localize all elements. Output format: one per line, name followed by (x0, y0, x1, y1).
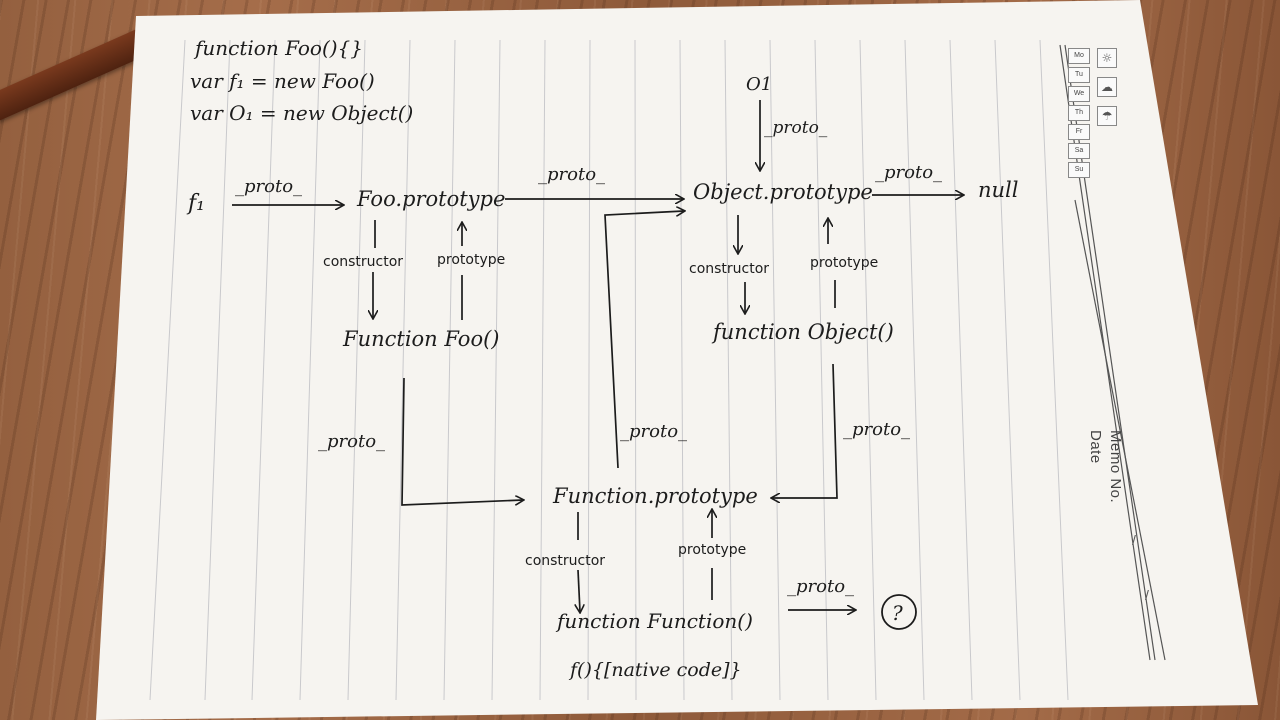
ruled-lines (149, 39, 1069, 701)
label-constructor-object: constructor (689, 261, 769, 277)
cloud-icon: ☁ (1097, 77, 1117, 97)
code-line-1: function Foo(){} (193, 36, 363, 60)
edges (232, 100, 963, 612)
edge-function-constructor-lower (578, 569, 580, 612)
weekday-tu: Tu (1068, 67, 1090, 83)
node-object-prototype: Object.prototype (693, 180, 873, 204)
memo-slash-2: / (1145, 587, 1149, 603)
label-constructor-function: constructor (525, 553, 605, 569)
node-function-prototype: Function.prototype (552, 484, 758, 508)
code-line-3: var O₁ = new Object() (190, 101, 413, 125)
node-o1: O1 (746, 74, 772, 95)
weekday-boxes: Mo Tu We Th Fr Sa Su (1068, 48, 1090, 181)
edge-function-prototype-object-prototype (604, 211, 684, 469)
node-function-foo: Function Foo() (342, 327, 499, 351)
unknown-circle (881, 594, 917, 630)
label-proto-f1: _proto_ (235, 176, 302, 197)
label-proto-function-prototype: _proto_ (620, 421, 687, 442)
label-proto-function-function: _proto_ (787, 576, 854, 597)
edge-function-foo-function-prototype (401, 377, 523, 506)
rain-icon: ☂ (1097, 106, 1117, 126)
weather-boxes: ☼ ☁ ☂ (1097, 48, 1121, 135)
sun-icon: ☼ (1097, 48, 1117, 68)
label-proto-function-object: _proto_ (843, 419, 910, 440)
node-f1: f₁ (186, 191, 205, 216)
weekday-we: We (1068, 86, 1090, 102)
label-constructor-foo: constructor (323, 254, 403, 270)
edge-function-object-function-prototype (772, 363, 838, 498)
weekday-mo: Mo (1068, 48, 1090, 64)
memo-no-label: Memo No. (1107, 430, 1124, 504)
memo-slash-1: / (1132, 532, 1136, 548)
memo-header: Memo No. Date (1085, 430, 1125, 503)
label-proto-o1: _proto_ (764, 118, 828, 138)
node-native-code: f(){[native code]} (568, 659, 742, 681)
label-prototype-object: prototype (810, 255, 878, 271)
node-unknown: ? (892, 601, 903, 625)
label-prototype-function: prototype (678, 542, 746, 558)
code-line-2: var f₁ = new Foo() (190, 69, 375, 93)
weekday-su: Su (1068, 162, 1090, 178)
node-function-function: function Function() (555, 609, 753, 633)
label-proto-foo-object: _proto_ (538, 164, 605, 185)
weekday-sa: Sa (1068, 143, 1090, 159)
node-foo-prototype: Foo.prototype (356, 187, 505, 211)
date-label: Date (1087, 430, 1104, 464)
label-proto-object-null: _proto_ (875, 162, 942, 183)
node-function-object: function Object() (711, 320, 894, 344)
label-prototype-foo: prototype (437, 252, 505, 268)
node-null: null (978, 178, 1018, 202)
weekday-fr: Fr (1068, 124, 1090, 140)
weekday-th: Th (1068, 105, 1090, 121)
label-proto-function-foo: _proto_ (318, 431, 385, 452)
